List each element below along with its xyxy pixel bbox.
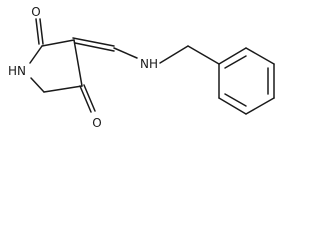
bond-c4-o-double-b bbox=[83, 84, 96, 112]
bond-c2-o-double-b bbox=[39, 18, 44, 45]
bond-c3-c4 bbox=[73, 39, 83, 87]
bond-c3-ch-double-b bbox=[74, 42, 115, 52]
bond-c4-c5 bbox=[43, 85, 83, 93]
bond-c4-o-double-a bbox=[79, 85, 92, 113]
bond-ch2-phenyl bbox=[187, 45, 220, 65]
benzene-bond-1 bbox=[218, 47, 247, 65]
benzene-bond-5 bbox=[218, 97, 247, 115]
bond-nh-ch2 bbox=[159, 45, 189, 64]
benzene-inner-bond-1 bbox=[224, 55, 247, 69]
bond-ch-nh bbox=[113, 47, 138, 59]
chemical-structure: O HN NH O bbox=[8, 5, 275, 130]
bond-c2-c3 bbox=[41, 39, 75, 47]
ring-nh-label: HN bbox=[8, 64, 26, 78]
bond-c2-o-double-a bbox=[35, 18, 40, 45]
bond-n-c2 bbox=[29, 45, 43, 64]
benzene-inner-bond-3 bbox=[224, 93, 247, 107]
chain-nh-label: NH bbox=[140, 57, 158, 71]
bond-c5-n bbox=[30, 77, 45, 93]
benzene-bond-2 bbox=[245, 47, 275, 65]
oxygen-label-bottom: O bbox=[92, 116, 101, 130]
oxygen-label-top: O bbox=[31, 5, 40, 19]
benzene-bond-4 bbox=[245, 97, 275, 115]
bond-c3-ch-double-a bbox=[72, 37, 115, 47]
